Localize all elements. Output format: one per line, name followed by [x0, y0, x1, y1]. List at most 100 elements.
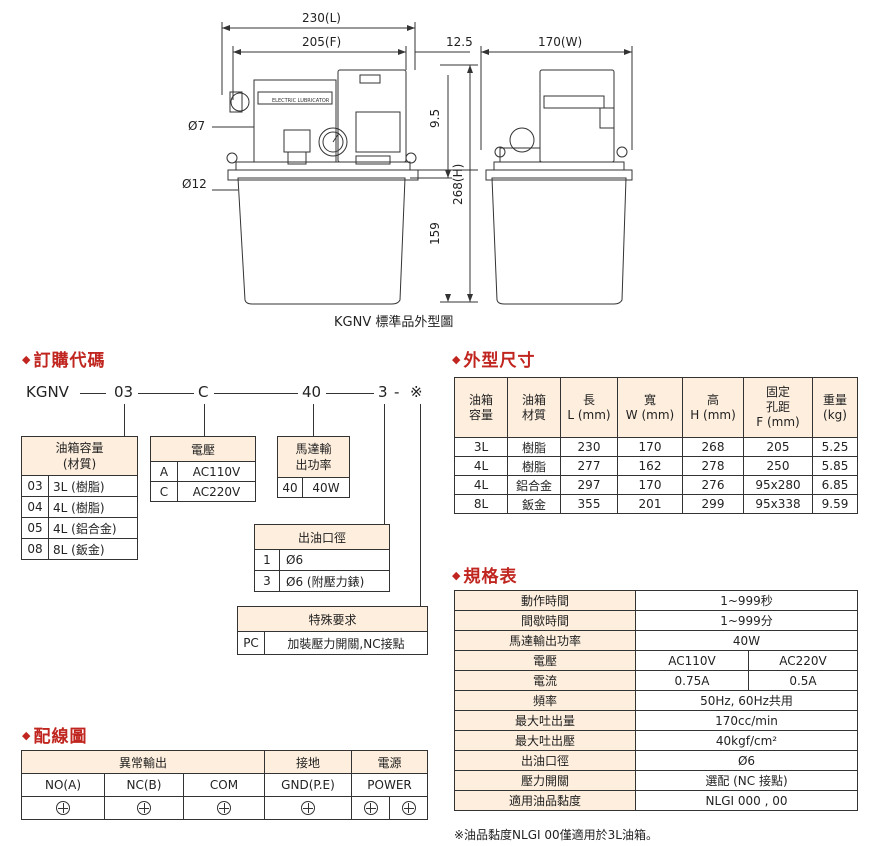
col-header-line: F (mm): [756, 415, 800, 429]
desc-cell: 40W: [302, 477, 350, 498]
panel-label: ELECTRIC LUBRICATOR: [272, 98, 330, 104]
outlet-header: 出油口徑: [254, 524, 390, 550]
wiring-heading: ◆配線圖: [22, 722, 87, 747]
code-part-special: ※: [410, 383, 423, 401]
terminal-com: COM: [183, 773, 265, 797]
code-cell: PC: [237, 631, 265, 655]
col-header-line: 長: [582, 392, 595, 407]
spec-label: 壓力開關: [454, 770, 636, 791]
col-header-line: 固定: [765, 385, 790, 399]
terminal-screw-icon: [301, 801, 315, 816]
terminal-symbol-cell: [389, 796, 428, 820]
diamond-icon: ◆: [22, 729, 32, 742]
cell: 6.85: [812, 475, 858, 495]
cell: 276: [682, 475, 744, 495]
code-part-motor: 40: [302, 383, 322, 401]
desc-cell: 3L (樹脂): [48, 475, 138, 497]
col-header-line: H (mm): [690, 407, 736, 422]
cell: 170: [617, 437, 683, 457]
code-part-voltage: C: [198, 383, 209, 401]
connector-line: [420, 404, 421, 606]
cell: 201: [617, 494, 683, 514]
cell: 162: [617, 456, 683, 476]
voltage-header: 電壓: [150, 436, 256, 462]
spec-value: NLGI 000 , 00: [635, 790, 858, 811]
col-header-line: 油箱: [521, 392, 546, 407]
motor-header-line1: 馬達輸: [295, 442, 332, 456]
spec-label: 間歇時間: [454, 610, 636, 631]
terminal-screw-icon: [363, 801, 378, 816]
spec-value: 1~999分: [635, 610, 858, 631]
spec-value: 1~999秒: [635, 590, 858, 611]
code-part-tank: 03: [114, 383, 134, 401]
spec-value: AC220V: [748, 650, 858, 671]
spec-value: Ø6: [635, 750, 858, 771]
diamond-icon: ◆: [22, 353, 32, 366]
desc-cell: AC110V: [177, 461, 256, 482]
wiring-heading-text: 配線圖: [33, 727, 88, 747]
code-dash: [138, 393, 194, 394]
desc-cell: 4L (樹脂): [48, 496, 138, 518]
spec-label: 出油口徑: [454, 750, 636, 771]
code-cell: A: [150, 461, 178, 482]
desc-cell: AC220V: [177, 481, 256, 502]
spec-value: 40W: [635, 630, 858, 651]
dim-height: 268(H): [451, 164, 465, 205]
code-part-series: KGNV: [26, 383, 69, 401]
code-part-outlet: 3: [378, 383, 388, 401]
col-header-line: 重量: [822, 392, 847, 407]
connector-line: [384, 404, 385, 524]
dimensions-heading: ◆外型尺寸: [452, 346, 535, 371]
cell: 4L: [454, 456, 508, 476]
col-header-line: L (mm): [567, 407, 611, 422]
spec-value: 50Hz, 60Hz共用: [635, 690, 858, 711]
outline-drawing: 230(L) 205(F) 12.5 170(W) Ø7 Ø12 9.5 268…: [182, 11, 633, 305]
tank-code-header: 油箱容量 (材質): [21, 436, 138, 476]
group-ground: 接地: [264, 750, 352, 774]
order-code-heading: ◆訂購代碼: [22, 346, 105, 371]
spec-label: 最大吐出量: [454, 710, 636, 731]
cell: 250: [743, 456, 813, 476]
cell: 170: [617, 475, 683, 495]
specs-heading: ◆規格表: [452, 562, 517, 587]
group-power: 電源: [351, 750, 428, 774]
col-header-line: 高: [706, 392, 719, 407]
spec-value: 40kgf/cm²: [635, 730, 858, 751]
connector-line: [313, 404, 314, 436]
spec-note: ※油品黏度NLGI 00僅適用於3L油箱。: [454, 828, 658, 842]
spec-label: 適用油品黏度: [454, 790, 636, 811]
terminal-symbol-cell: [21, 796, 105, 820]
terminal-nc: NC(B): [104, 773, 184, 797]
cell: 3L: [454, 437, 508, 457]
cell: 297: [560, 475, 618, 495]
cell: 5.85: [812, 456, 858, 476]
code-cell: C: [150, 481, 178, 502]
code-dash: [326, 393, 374, 394]
table-row: 壓力開關選配 (NC 接點): [454, 770, 858, 791]
terminal-symbol-cell: [183, 796, 265, 820]
col-header: 油箱材質: [507, 377, 561, 438]
desc-cell: 加裝壓力開關,NC接點: [264, 631, 428, 655]
spec-value: 0.75A: [635, 670, 749, 691]
diamond-icon: ◆: [452, 569, 462, 582]
cell: 205: [743, 437, 813, 457]
motor-header-line2: 出功率: [295, 458, 332, 472]
order-code-heading-text: 訂購代碼: [33, 351, 106, 371]
wiring-table: 異常輸出 接地 電源 NO(A) NC(B) COM GND(P.E) POWE…: [21, 750, 428, 820]
dim-tank-height: 159: [428, 222, 442, 245]
